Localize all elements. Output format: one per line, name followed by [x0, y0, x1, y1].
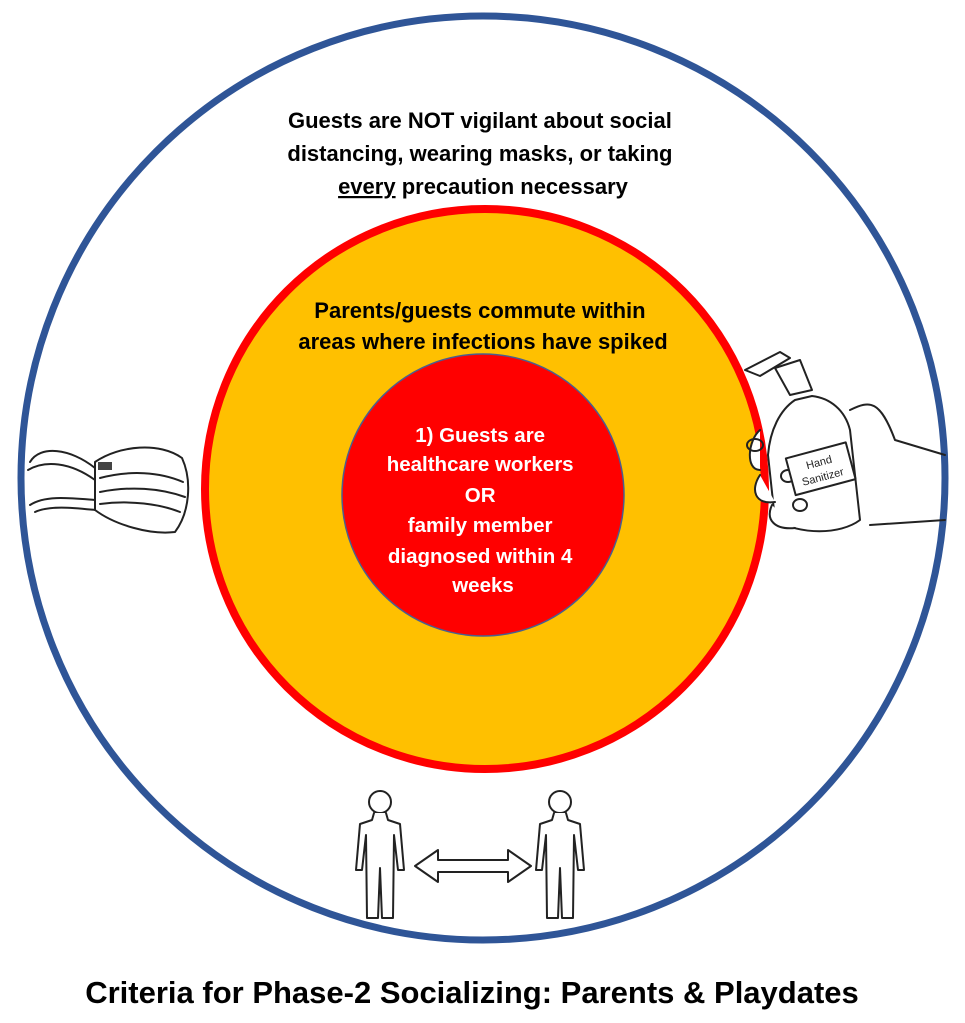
- hand-sanitizer-icon: Hand Sanitizer: [744, 351, 946, 533]
- middle-ring-text: Parents/guests commute within areas wher…: [298, 298, 667, 354]
- diagram-title: Criteria for Phase-2 Socializing: Parent…: [85, 975, 859, 1010]
- outer-line-1: Guests are NOT vigilant about social: [288, 108, 672, 133]
- inner-line-6: weeks: [451, 574, 514, 597]
- inner-line-3: OR: [465, 484, 496, 507]
- outer-line-3: precaution necessary: [396, 174, 629, 199]
- middle-line-1: Parents/guests commute within: [314, 298, 645, 323]
- inner-circle: [341, 353, 625, 637]
- inner-circle-text: 1) Guests are healthcare workers OR fami…: [387, 424, 580, 597]
- double-arrow-icon: [414, 849, 532, 883]
- middle-line-2: areas where infections have spiked: [298, 329, 667, 354]
- person-left-icon: [355, 790, 405, 919]
- person-right-icon: [535, 790, 585, 919]
- inner-line-4: family member: [408, 514, 553, 537]
- inner-line-5: diagnosed within 4: [388, 545, 573, 568]
- face-mask-icon: [27, 446, 190, 534]
- inner-line-2: healthcare workers: [387, 453, 574, 476]
- outer-line-3-emphasis: every: [338, 174, 396, 199]
- inner-line-1: 1) Guests are: [415, 424, 545, 447]
- outer-line-2: distancing, wearing masks, or taking: [287, 141, 672, 166]
- outer-ring-text: Guests are NOT vigilant about social dis…: [287, 108, 678, 199]
